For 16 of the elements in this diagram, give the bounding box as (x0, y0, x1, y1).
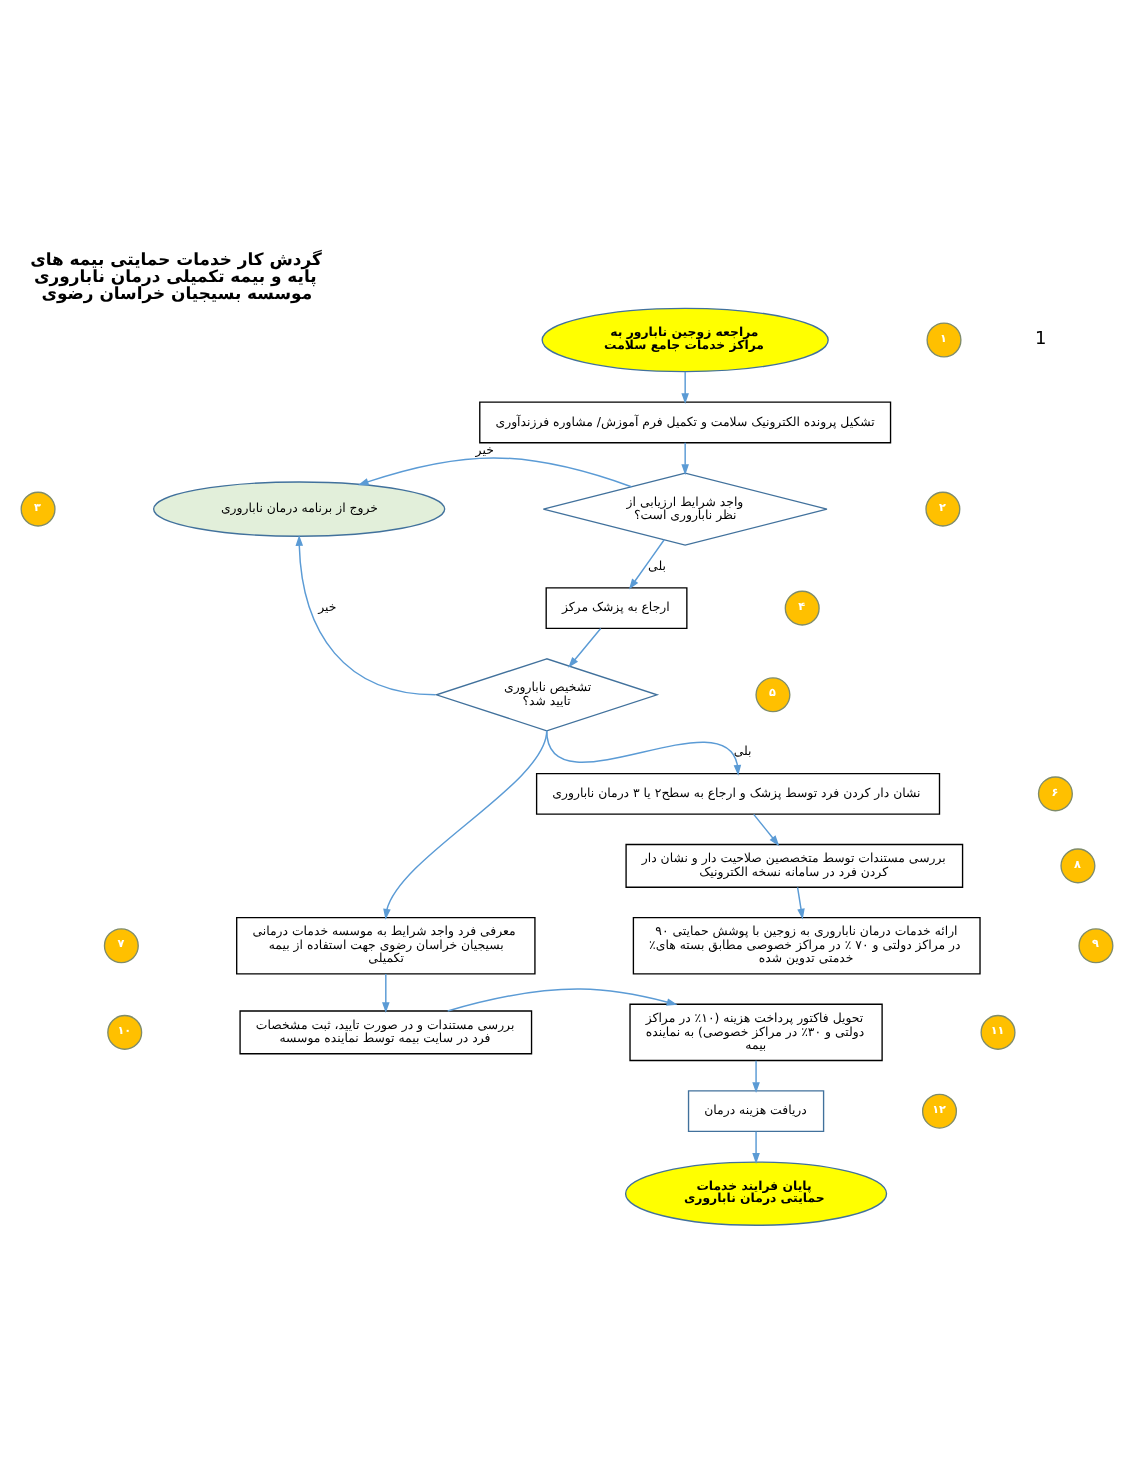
arrow (383, 729, 548, 919)
arrow (382, 972, 390, 1013)
arrow (628, 538, 665, 589)
label: 1 (1035, 329, 1047, 350)
arrow (752, 1059, 760, 1093)
arrow (295, 534, 437, 695)
arrow (753, 812, 780, 846)
arrow (681, 370, 689, 404)
arrow (447, 987, 678, 1011)
arrow (546, 729, 742, 775)
arrow (681, 441, 689, 475)
arrow (796, 885, 805, 919)
diagram-title: گردش کار خدمات حمایتی بیمه های پایه و بیمه تکمیلی درمان ناباروری موسسه بسیجیان خراسان رضوی (30, 248, 322, 303)
arrow (568, 626, 602, 667)
arrow (357, 456, 633, 487)
arrow (752, 1130, 760, 1163)
